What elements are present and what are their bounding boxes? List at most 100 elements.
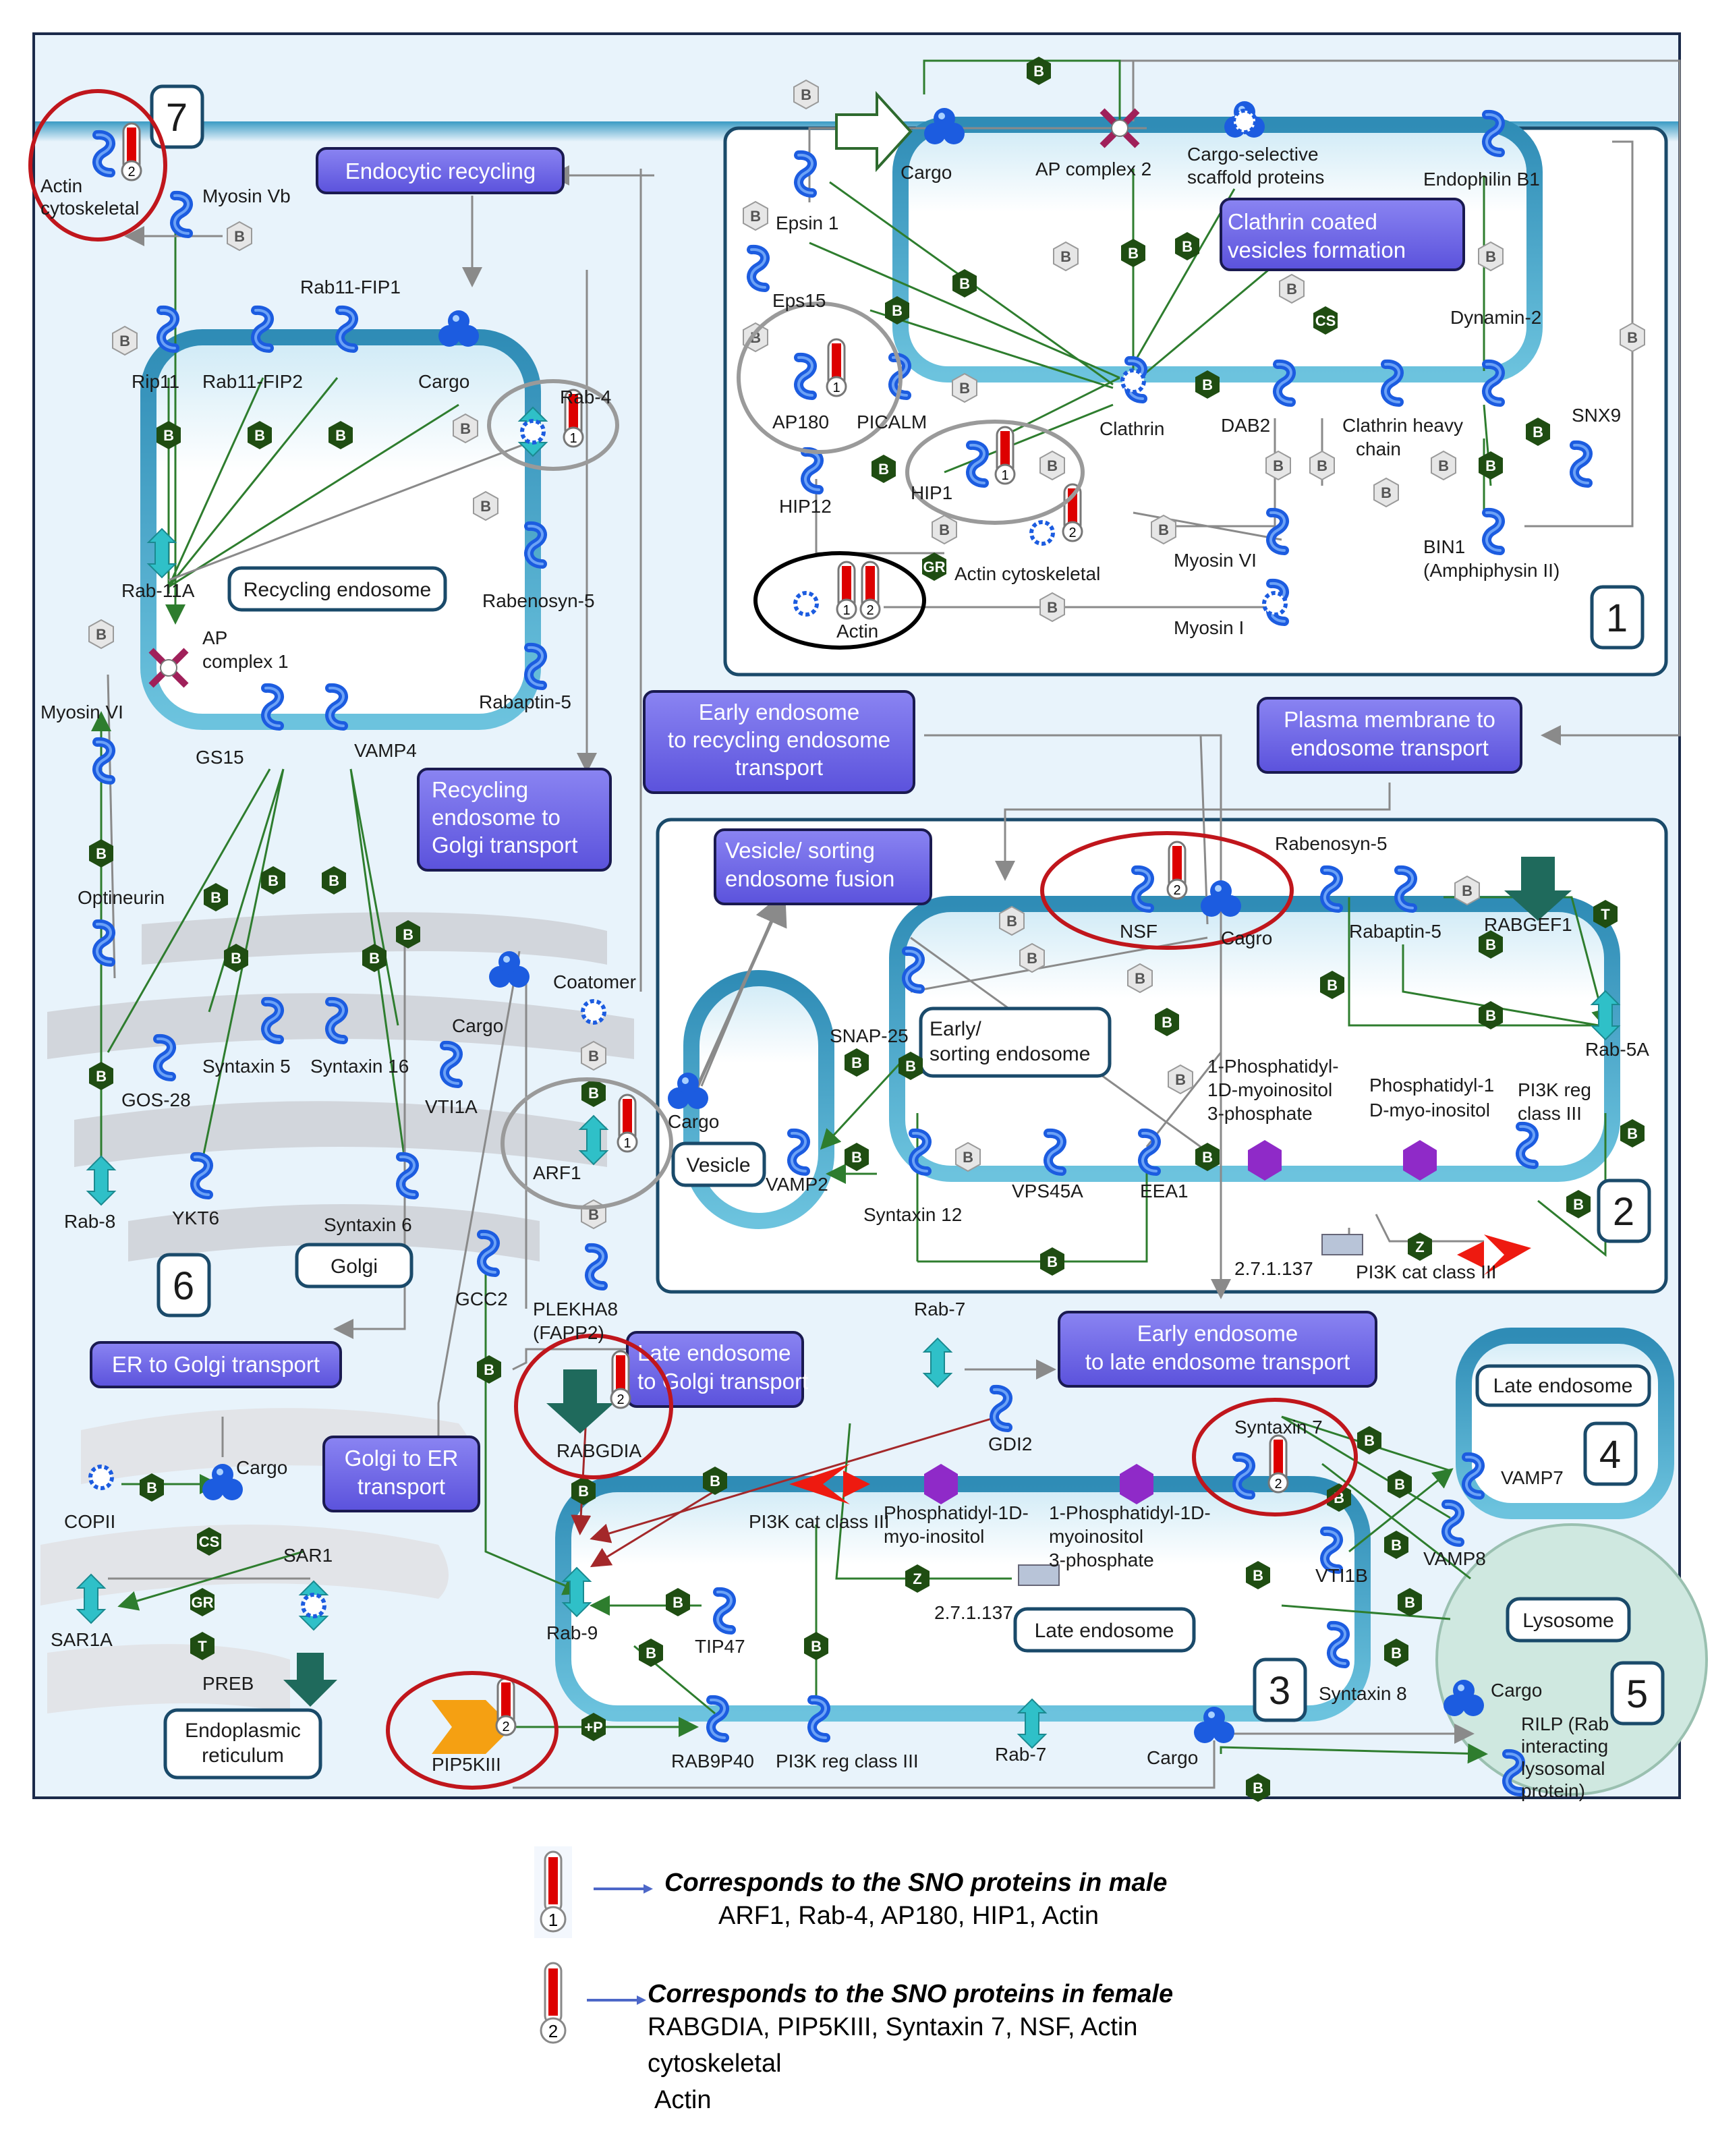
syntaxin6-label: Syntaxin 6 <box>324 1214 412 1235</box>
svg-text:B: B <box>1027 950 1037 967</box>
svg-text:1: 1 <box>1001 468 1008 483</box>
early-to-late-label-2: to late endosome transport <box>1085 1349 1350 1374</box>
enz-3-label: 2.7.1.137 <box>934 1602 1013 1623</box>
svg-text:CS: CS <box>1315 312 1336 329</box>
svg-text:B: B <box>460 420 471 437</box>
svg-text:B: B <box>1128 245 1139 262</box>
svg-text:1: 1 <box>569 431 577 446</box>
svg-text:B: B <box>1060 248 1071 265</box>
thermometer-female-nsf: 2 <box>1166 841 1188 900</box>
rab7-bottom-label: Rab-7 <box>995 1744 1046 1765</box>
eps15-label: Eps15 <box>772 290 826 311</box>
snx9-label: SNX9 <box>1572 405 1621 426</box>
nsf-label: NSF <box>1120 921 1158 942</box>
pi-1-label-2: D-myo-inositol <box>1369 1100 1490 1120</box>
clathrin-vesicles-label-2: vesicles formation <box>1228 237 1406 262</box>
svg-text:B: B <box>939 521 950 538</box>
svg-text:B: B <box>210 889 221 906</box>
golgi-label: Golgi <box>331 1255 378 1278</box>
svg-text:2: 2 <box>502 1720 509 1734</box>
pi3k-reg-3-label: PI3K reg class III <box>776 1751 919 1771</box>
svg-text:2: 2 <box>1274 1477 1282 1492</box>
early-sorting-label-1: Early/ <box>930 1018 981 1040</box>
svg-text:B: B <box>1202 1149 1213 1166</box>
recycling-to-golgi-label-3: Golgi transport <box>432 832 577 857</box>
lysosome-label: Lysosome <box>1522 1610 1614 1632</box>
rabaptin5-ee-label: Rabaptin-5 <box>1349 921 1441 942</box>
svg-text:B: B <box>146 1479 157 1496</box>
myosin-vi-left-label: Myosin VI <box>40 702 123 722</box>
rabenosyn5-re-label: Rabenosyn-5 <box>482 590 595 611</box>
vamp2-label: VAMP2 <box>766 1174 828 1195</box>
svg-text:+P: +P <box>584 1719 603 1736</box>
ap-complex1-label-1: AP <box>202 627 227 648</box>
rabgef1-arrow-icon <box>1504 857 1572 921</box>
rab7-top-label: Rab-7 <box>914 1299 965 1320</box>
golgi-stack <box>47 912 634 1261</box>
clathrin-label: Clathrin <box>1099 418 1164 439</box>
svg-text:B: B <box>119 333 130 349</box>
actin-label: Actin <box>836 621 878 642</box>
rab5a-label: Rab-5A <box>1585 1039 1649 1060</box>
rilp-label-3: lysosomal <box>1521 1758 1605 1779</box>
svg-text:CS: CS <box>199 1533 220 1550</box>
vesicle-fusion-label-1: Vesicle/ sorting <box>725 838 875 863</box>
interaction-badges: B B B B B B B B B B B B B B B B B B B B … <box>88 57 1645 1802</box>
pi-1-label-1: Phosphatidyl-1 <box>1369 1075 1494 1096</box>
lysosome <box>1435 1523 1708 1796</box>
clathrin-vesicle-membrane <box>892 117 1543 382</box>
plasma-to-endosome-label-1: Plasma membrane to <box>1284 707 1495 732</box>
hip12-label: HIP12 <box>779 496 832 517</box>
svg-text:B: B <box>231 950 241 967</box>
svg-text:B: B <box>959 380 970 397</box>
coatomer-star-icon <box>583 1001 604 1023</box>
svg-text:B: B <box>1182 238 1193 255</box>
recycling-endosome-label: Recycling endosome <box>244 579 431 601</box>
svg-text:B: B <box>1394 1476 1405 1493</box>
svg-text:1: 1 <box>548 1910 558 1930</box>
svg-text:B: B <box>1162 1014 1172 1031</box>
svg-text:B: B <box>1327 977 1338 994</box>
svg-text:B: B <box>335 427 346 444</box>
svg-text:2: 2 <box>866 603 874 618</box>
cargo-le-label: Cargo <box>1147 1747 1198 1768</box>
late-endosome-membrane <box>555 1476 1371 1722</box>
legend-male: Corresponds to the SNO proteins in male … <box>664 1869 1167 1934</box>
rab8-label: Rab-8 <box>64 1211 115 1232</box>
cargo-cl-label: Cargo <box>901 162 952 183</box>
coatomer-label: Coatomer <box>553 971 636 992</box>
vamp8-label: VAMP8 <box>1423 1548 1486 1569</box>
copii-star-icon <box>90 1467 112 1488</box>
svg-text:B: B <box>96 1068 107 1085</box>
late-to-golgi-label-1: Late endosome <box>637 1340 791 1365</box>
svg-text:B: B <box>96 626 107 643</box>
endocytic-recycling-label: Endocytic recycling <box>345 159 536 183</box>
eea1-label: EEA1 <box>1140 1181 1189 1201</box>
svg-text:B: B <box>1253 1780 1263 1796</box>
pi3k-cat-2-label: PI3K cat class III <box>1356 1261 1497 1282</box>
svg-text:B: B <box>811 1638 822 1655</box>
svg-text:B: B <box>1175 1071 1186 1088</box>
compartment-number-5: 5 <box>1626 1672 1648 1716</box>
syntaxin8-label: Syntaxin 8 <box>1319 1683 1407 1704</box>
thermometer-male-hip1: 1 <box>994 426 1016 485</box>
svg-text:2: 2 <box>1068 526 1076 540</box>
plekha8-label-1: PLEKHA8 <box>533 1299 618 1320</box>
late-endosome-box-label: Late endosome <box>1493 1375 1633 1397</box>
svg-text:B: B <box>254 427 265 444</box>
legend-female-item-1: RABGDIA, PIP5KIII, Syntaxin 7, NSF, Acti… <box>648 2013 1138 2041</box>
vamp4-label: VAMP4 <box>354 740 417 761</box>
svg-text:B: B <box>1381 484 1392 501</box>
compartment-number-6: 6 <box>173 1264 194 1308</box>
svg-text:B: B <box>892 302 903 319</box>
pi3p-1-label-3: 3-phosphate <box>1207 1103 1313 1124</box>
clathrin-heavy-label-1: Clathrin heavy <box>1342 415 1463 436</box>
thermometer-female-pip5kiii: 2 <box>495 1677 517 1736</box>
vamp7-label: VAMP7 <box>1501 1467 1564 1488</box>
clathrin-vesicles-label-1: Clathrin coated <box>1228 209 1377 234</box>
svg-text:B: B <box>1202 376 1213 393</box>
rab9-label: Rab-9 <box>546 1622 598 1643</box>
optineurin-label: Optineurin <box>78 887 165 908</box>
gos28-label: GOS-28 <box>121 1089 191 1110</box>
rab11-fip1-label: Rab11-FIP1 <box>300 277 401 297</box>
